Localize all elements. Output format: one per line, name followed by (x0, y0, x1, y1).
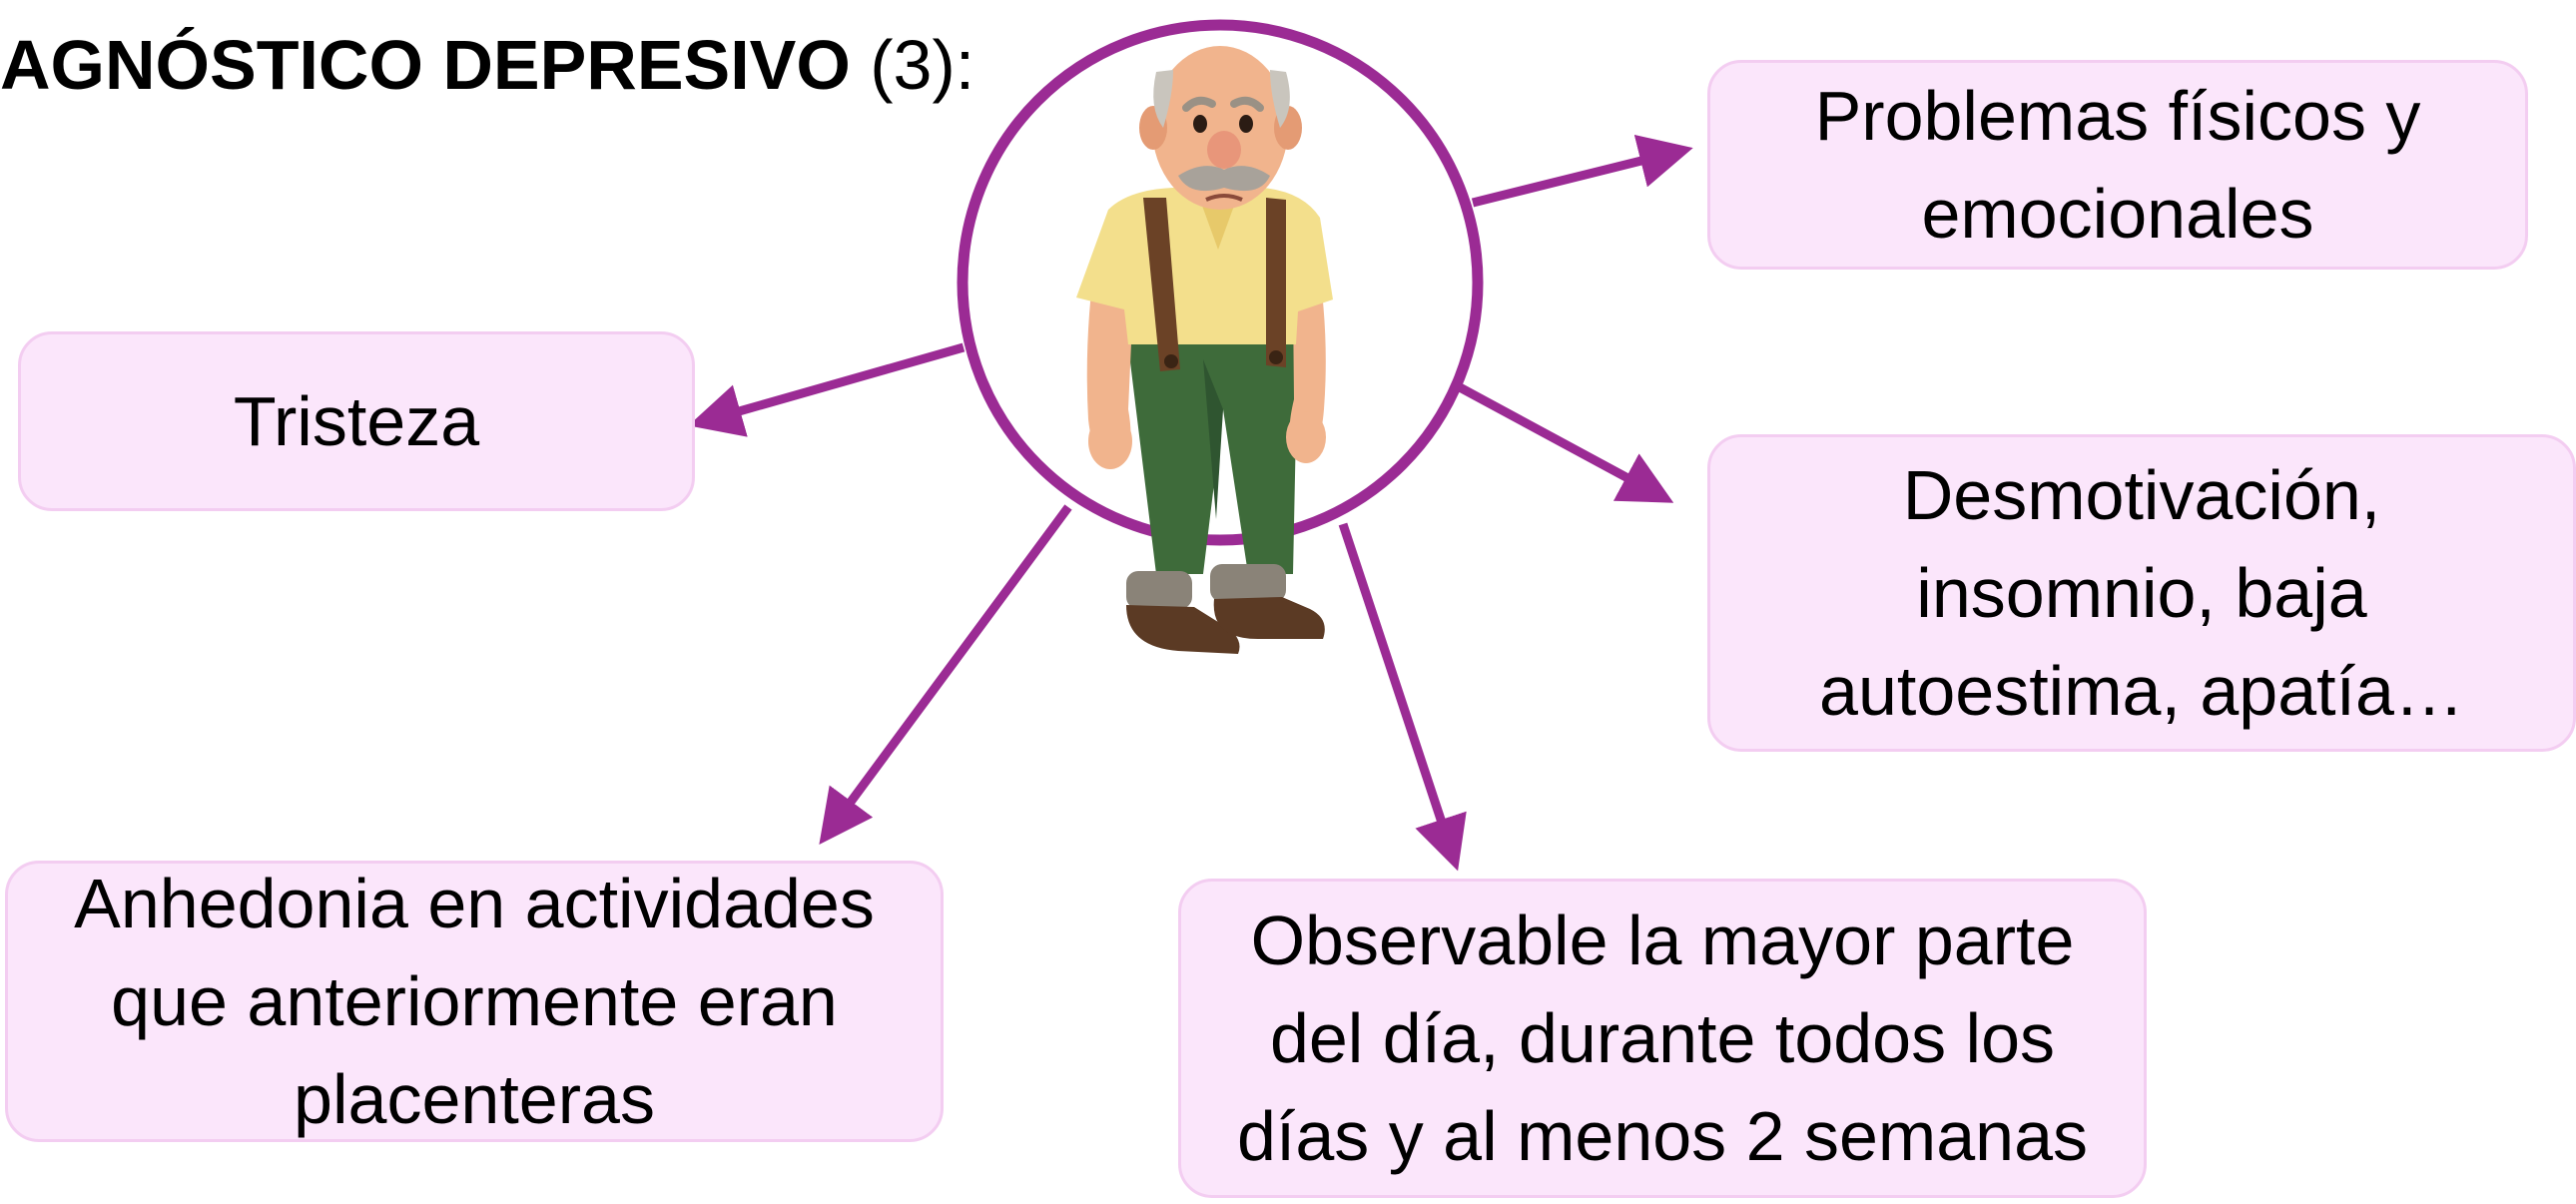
box-desmotivacion-text: Desmotivación, insomnio, baja autoestima… (1819, 456, 2464, 730)
box-problemas-text: Problemas físicos y emocionales (1814, 77, 2421, 253)
box-desmotivacion: Desmotivación, insomnio, baja autoestima… (1707, 434, 2576, 752)
box-problemas-fisicos: Problemas físicos y emocionales (1707, 60, 2528, 270)
box-observable: Observable la mayor parte del día, duran… (1178, 879, 2147, 1198)
arrow-to-observable (1338, 522, 1467, 872)
arrow-to-anhedonia (819, 504, 1072, 846)
slide-title: AGNÓSTICO DEPRESIVO (3): (0, 30, 974, 100)
arrow-to-tristeza (688, 342, 966, 437)
arrow-to-desmotivacion (1457, 383, 1674, 503)
box-tristeza: Tristeza (18, 331, 695, 511)
arrow-to-problemas (1471, 134, 1693, 208)
box-anhedonia-text: Anhedonia en actividades que anteriormen… (74, 865, 875, 1138)
box-observable-text: Observable la mayor parte del día, duran… (1236, 902, 2089, 1175)
box-anhedonia: Anhedonia en actividades que anteriormen… (5, 861, 944, 1142)
sad-elderly-man-icon (1076, 46, 1333, 654)
slide-title-bold: AGNÓSTICO DEPRESIVO (0, 26, 851, 104)
box-tristeza-text: Tristeza (233, 382, 480, 460)
slide-title-rest: (3): (850, 26, 975, 104)
